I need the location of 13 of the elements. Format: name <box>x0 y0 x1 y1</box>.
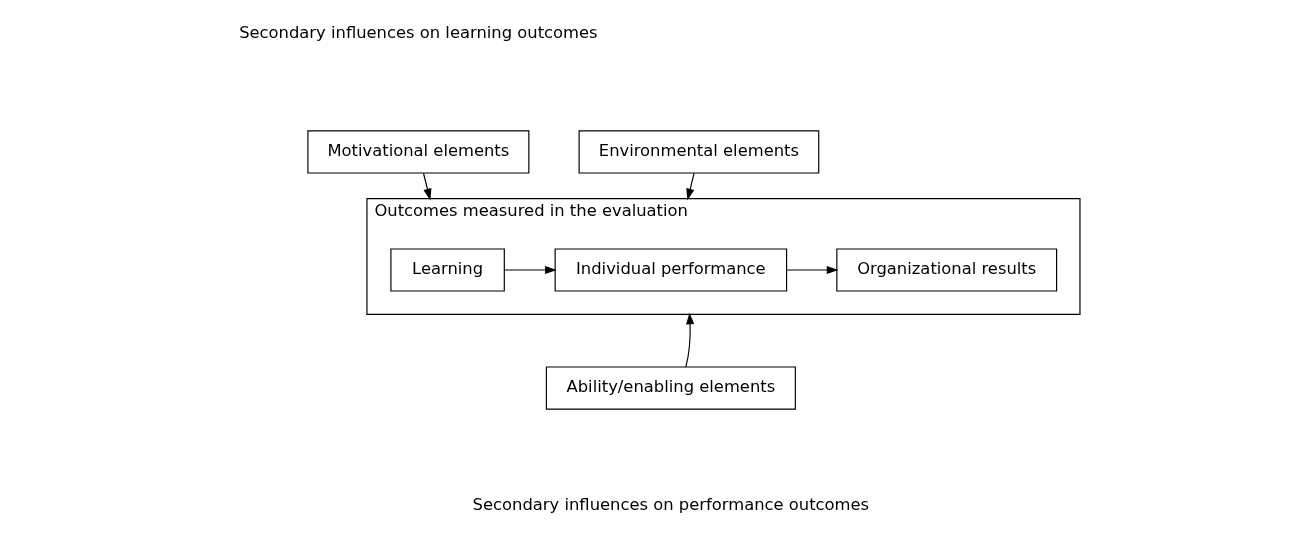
node-box: Individual performance <box>554 248 787 292</box>
node-box: Organizational results <box>835 248 1057 292</box>
label: Secondary influences on performance outcomes <box>472 495 869 515</box>
arrow <box>785 265 838 275</box>
node-box: Ability/enabling elements <box>545 366 796 410</box>
arrow <box>503 265 557 275</box>
arrow <box>684 312 694 368</box>
node-box: Motivational elements <box>306 130 529 174</box>
arrow <box>422 172 431 201</box>
node-box: Environmental elements <box>578 130 819 174</box>
arrow <box>685 172 695 201</box>
label: Secondary influences on learning outcomes <box>238 23 598 43</box>
node-box: Learning <box>389 248 505 292</box>
